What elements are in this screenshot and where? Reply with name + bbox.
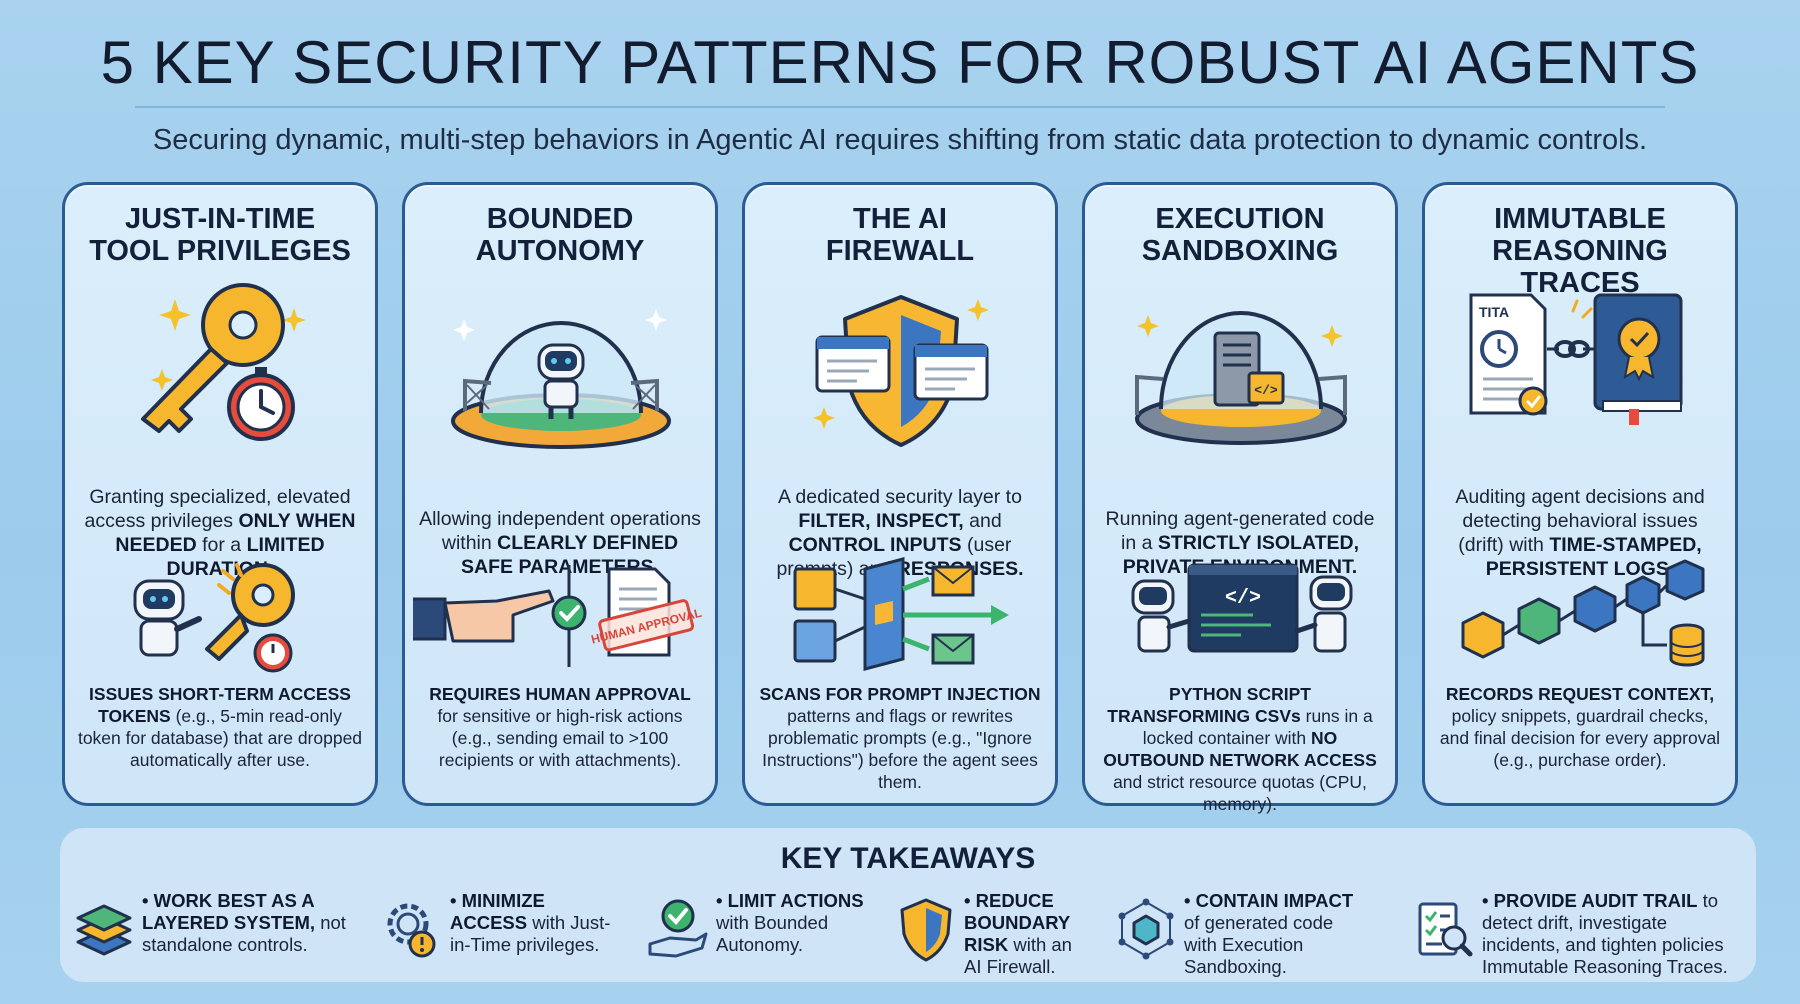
- card-detail: RECORDS REQUEST CONTEXT, policy snippets…: [1437, 683, 1723, 771]
- emphasis-text: • REDUCE BOUNDARY RISK: [964, 890, 1070, 955]
- takeaway-audit-trail: • PROVIDE AUDIT TRAIL to detect drift, i…: [1412, 890, 1748, 978]
- card-title: JUST-IN-TIME TOOL PRIVILEGES: [89, 203, 351, 267]
- body-text: patterns and flags or rewrites problemat…: [762, 706, 1038, 792]
- emphasis-text: TIME-STAMPED, PERSISTENT LOGS.: [1485, 534, 1702, 580]
- hand-check-icon: [648, 899, 708, 958]
- body-text: with Just-in-Time privileges.: [450, 912, 611, 955]
- filter-flow-icon: [793, 557, 1009, 671]
- body-text: with an AI Firewall.: [964, 934, 1072, 977]
- emphasis-text: • MINIMIZE ACCESS: [450, 890, 545, 933]
- server-dome-icon: </>: [1135, 311, 1347, 445]
- card-title: THE AI FIREWALL: [825, 203, 975, 267]
- takeaway-reduce-risk: • REDUCE BOUNDARY RISK with an AI Firewa…: [894, 890, 1084, 978]
- emphasis-text: • PROVIDE AUDIT TRAIL: [1482, 890, 1698, 911]
- emphasis-text: CONTROL INPUTS: [788, 534, 962, 556]
- body-text: Allowing independent operations within: [419, 508, 701, 554]
- body-text: runs in a locked container with: [1142, 706, 1373, 748]
- card-jit-privileges: JUST-IN-TIME TOOL PRIVILEGES Granting sp…: [62, 182, 378, 806]
- body-text: Running agent-generated code in a: [1105, 508, 1375, 554]
- card-detail: SCANS FOR PROMPT INJECTION patterns and …: [757, 683, 1043, 793]
- key-takeaways-title: KEY TAKEAWAYS: [780, 842, 1036, 875]
- emphasis-text: PYTHON SCRIPT TRANSFORMING CSVs: [1107, 684, 1311, 726]
- body-text: for sensitive or high-risk actions (e.g.…: [437, 706, 683, 770]
- takeaway-layered-system: • WORK BEST AS A LAYERED SYSTEM, not sta…: [72, 890, 372, 978]
- page-title: 5 KEY SECURITY PATTERNS FOR ROBUST AI AG…: [100, 29, 1700, 96]
- body-text: and: [963, 510, 1002, 532]
- audit-clipboard-icon: [1418, 902, 1473, 957]
- body-text: to detect drift, investigate incidents, …: [1482, 890, 1728, 977]
- takeaway-text: • WORK BEST AS A LAYERED SYSTEM, not sta…: [142, 890, 364, 956]
- human-approval-icon: HUMAN APPROVAL: [413, 565, 703, 667]
- emphasis-text: FILTER, INSPECT,: [798, 510, 964, 532]
- card-immutable-reasoning-traces: IMMUTABLE REASONING TRACES TITA Auditing…: [1422, 182, 1738, 806]
- body-text: not standalone controls.: [142, 912, 346, 955]
- card-detail: REQUIRES HUMAN APPROVAL for sensitive or…: [417, 683, 703, 771]
- gear-warning-icon: [387, 903, 436, 958]
- body-text: and strict resource quotas (CPU, memory)…: [1113, 772, 1367, 814]
- body-text: for a: [196, 534, 247, 556]
- card-execution-sandboxing: EXECUTION SANDBOXING </> Running agent-g…: [1082, 182, 1398, 814]
- takeaway-text: • REDUCE BOUNDARY RISK with an AI Firewa…: [964, 890, 1080, 978]
- card-title: EXECUTION SANDBOXING: [1141, 203, 1339, 267]
- takeaway-text: • MINIMIZE ACCESS with Just-in-Time priv…: [450, 890, 626, 956]
- card-title: IMMUTABLE REASONING TRACES: [1492, 203, 1668, 299]
- robot-dome-icon: [451, 309, 671, 449]
- takeaway-text: • PROVIDE AUDIT TRAIL to detect drift, i…: [1482, 890, 1744, 978]
- card-description: A dedicated security layer to FILTER, IN…: [759, 485, 1041, 581]
- body-text: Auditing agent decisions and detecting b…: [1455, 486, 1705, 556]
- emphasis-text: NO OUTBOUND NETWORK ACCESS: [1103, 728, 1377, 770]
- emphasis-text: • WORK BEST AS A LAYERED SYSTEM,: [142, 890, 316, 933]
- shield-icon: [900, 898, 952, 962]
- emphasis-text: RECORDS REQUEST CONTEXT,: [1445, 684, 1715, 704]
- takeaway-text: • LIMIT ACTIONS with Bounded Autonomy.: [716, 890, 866, 956]
- card-description: Running agent-generated code in a STRICT…: [1099, 507, 1381, 579]
- emphasis-text: • CONTAIN IMPACT: [1184, 890, 1354, 911]
- card-detail: ISSUES SHORT-TERM ACCESS TOKENS (e.g., 5…: [77, 683, 363, 771]
- emphasis-text: SCANS FOR PROMPT INJECTION: [759, 684, 1041, 704]
- robot-key-icon: [133, 563, 295, 673]
- layers-icon: [76, 904, 132, 956]
- svg-text:</>: </>: [1225, 587, 1261, 610]
- takeaway-minimize-access: • MINIMIZE ACCESS with Just-in-Time priv…: [380, 890, 630, 978]
- takeaway-contain-impact: • CONTAIN IMPACT of generated code with …: [1114, 890, 1364, 978]
- robots-code-icon: </>: [1131, 563, 1353, 653]
- body-text: Granting specialized, elevated access pr…: [84, 486, 351, 532]
- svg-text:</>: </>: [1254, 383, 1278, 398]
- key-stopwatch-icon: [141, 283, 306, 441]
- key-takeaways-panel: KEY TAKEAWAYS • WORK BEST AS A LAYERED S…: [60, 828, 1756, 982]
- title-divider: [135, 106, 1665, 108]
- card-bounded-autonomy: BOUNDED AUTONOMY Allowing independent op…: [402, 182, 718, 806]
- card-title: BOUNDED AUTONOMY: [475, 203, 645, 267]
- emphasis-text: REQUIRES HUMAN APPROVAL: [429, 684, 691, 704]
- card-description: Auditing agent decisions and detecting b…: [1439, 485, 1721, 581]
- emphasis-text: ISSUES SHORT-TERM ACCESS TOKENS: [89, 684, 351, 726]
- page-subtitle: Securing dynamic, multi-step behaviors i…: [152, 124, 1648, 156]
- takeaway-text: • CONTAIN IMPACT of generated code with …: [1184, 890, 1370, 978]
- emphasis-text: • LIMIT ACTIONS: [716, 890, 864, 911]
- body-text: A dedicated security layer to: [778, 486, 1022, 508]
- document-label: TITA: [1479, 304, 1509, 320]
- shield-firewall-icon: [813, 295, 989, 447]
- card-description: Granting specialized, elevated access pr…: [79, 485, 361, 581]
- body-text: of generated code with Execution Sandbox…: [1184, 912, 1334, 977]
- blockchain-icon: [1461, 559, 1705, 667]
- card-detail: PYTHON SCRIPT TRANSFORMING CSVs runs in …: [1097, 683, 1383, 815]
- document-ledger-icon: TITA: [1469, 293, 1683, 425]
- body-text: policy snippets, guardrail checks, and f…: [1439, 706, 1721, 770]
- emphasis-text: ONLY WHEN NEEDED: [115, 510, 356, 556]
- body-text: (e.g., 5-min read-only token for databas…: [77, 706, 363, 770]
- card-ai-firewall: THE AI FIREWALL A dedicated security lay…: [742, 182, 1058, 806]
- cube-network-icon: [1118, 898, 1174, 960]
- body-text: with Bounded Autonomy.: [716, 912, 829, 955]
- takeaway-limit-actions: • LIMIT ACTIONS with Bounded Autonomy.: [646, 890, 866, 978]
